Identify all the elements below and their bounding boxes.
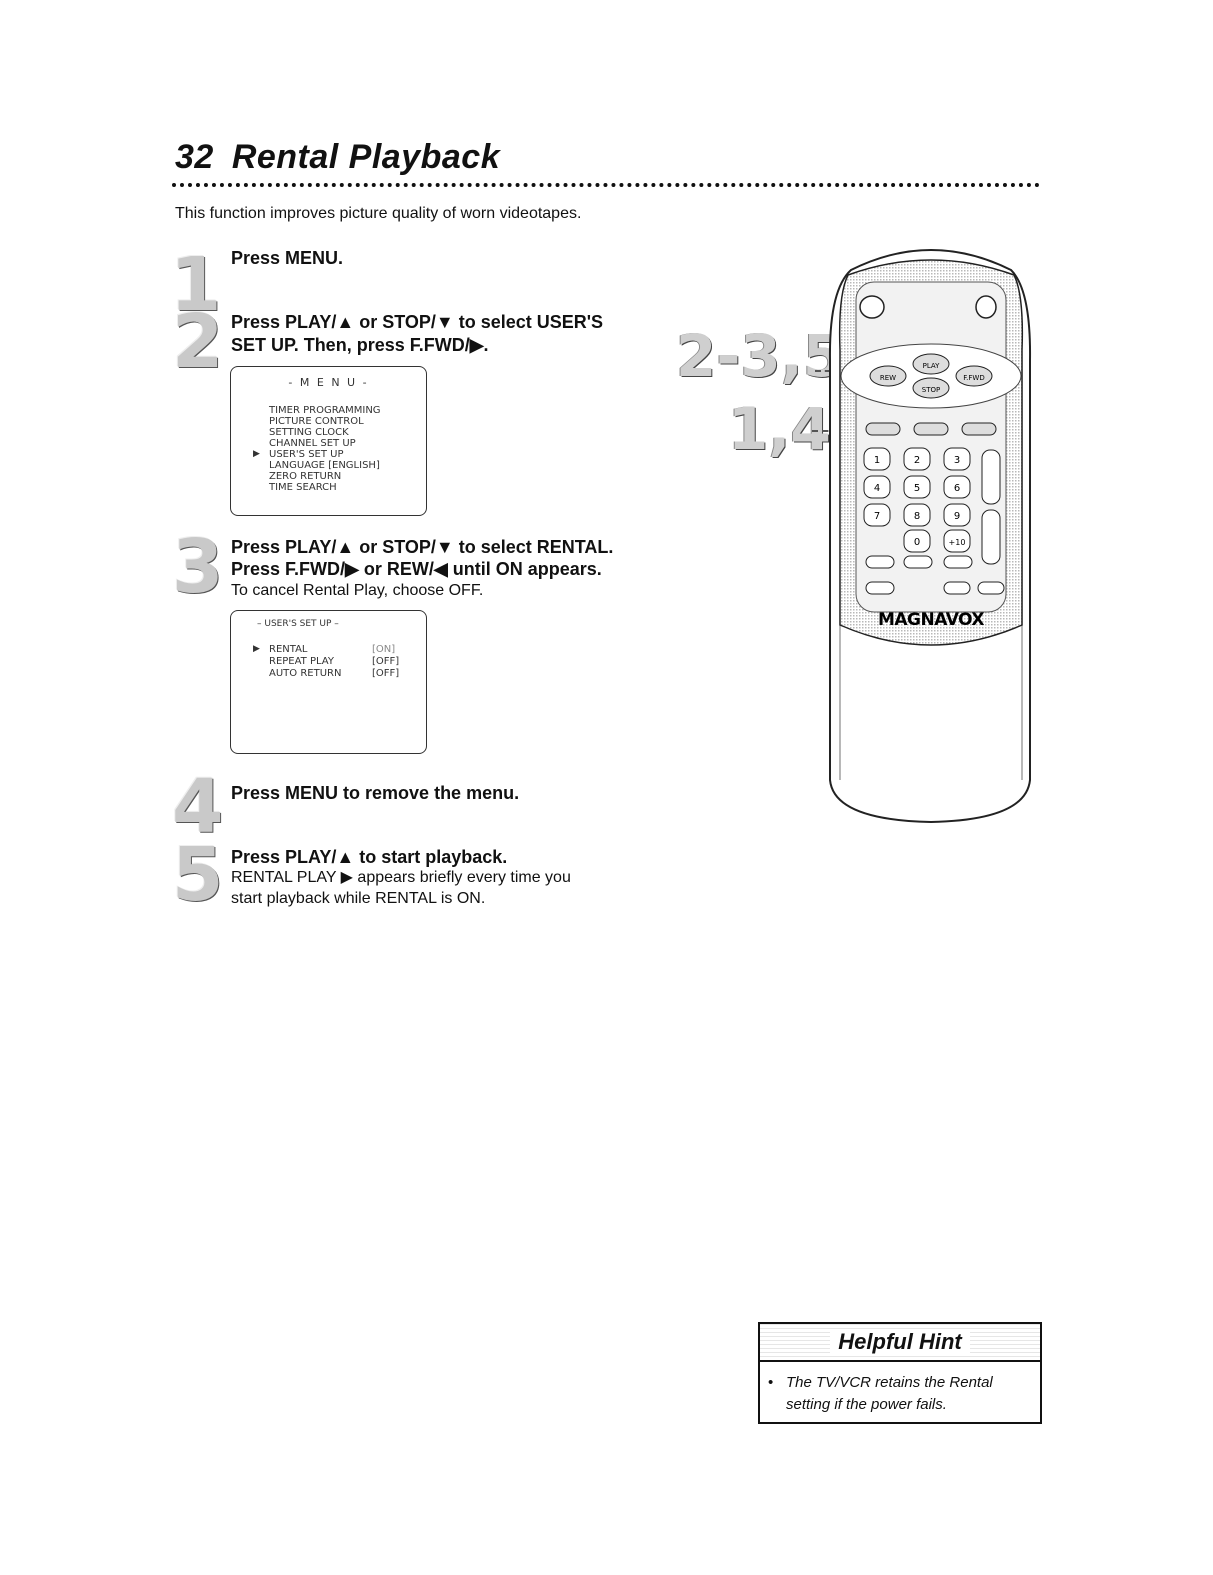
bullet-icon: • <box>768 1374 774 1391</box>
step-2-instruction-line-1: Press PLAY/▲ or STOP/▼ to select USER'S <box>231 312 604 332</box>
digit-3: 3 <box>954 455 960 466</box>
menu-item: TIMER PROGRAMMING <box>269 405 381 416</box>
step-2-instruction-line-2: SET UP. Then, press F.FWD/▶. <box>231 335 489 355</box>
users-setup-title: – USER'S SET UP – <box>257 619 339 629</box>
intro-text: This function improves picture quality o… <box>175 205 582 222</box>
setup-item-value: [OFF] <box>372 668 400 679</box>
menu-item-selected: ▶ USER'S SET UP <box>253 449 344 460</box>
nav-down-label: STOP <box>922 386 940 394</box>
step-3-instruction-line-1: Press PLAY/▲ or STOP/▼ to select RENTAL. <box>231 537 614 557</box>
users-setup-screen: – USER'S SET UP – ▶ RENTAL [ON] REPEAT PL… <box>230 610 427 754</box>
step-1-number: 1 <box>170 242 222 328</box>
page-title: 32 Rental Playback <box>175 138 500 177</box>
step-4-instruction: Press MENU to remove the menu. <box>231 783 520 803</box>
hint-line: The TV/VCR retains the Rental <box>786 1374 993 1391</box>
step-3-number: 3 <box>172 524 224 610</box>
helpful-hint-title-text: Helpful Hint <box>830 1329 970 1354</box>
menu-item: SETTING CLOCK <box>269 427 349 438</box>
step-5-instruction: Press PLAY/▲ to start playback. <box>231 847 508 867</box>
digit-7: 7 <box>874 511 880 522</box>
callout-steps-2-3-5: 2-3,5 <box>676 322 844 390</box>
setup-item-label: REPEAT PLAY <box>269 656 334 667</box>
callout-steps-1-4: 1,4 <box>728 395 831 463</box>
nav-right-label: F.FWD <box>963 374 984 382</box>
hint-line: setting if the power fails. <box>786 1396 947 1413</box>
digit-6: 6 <box>954 483 960 494</box>
title-divider <box>172 183 1040 187</box>
digit-9: 9 <box>954 511 960 522</box>
step-5-note-line-2: start playback while RENTAL is ON. <box>231 890 486 907</box>
setup-item-value: [OFF] <box>372 656 400 667</box>
step-5-number: 5 <box>172 832 224 918</box>
setup-item-label: AUTO RETURN <box>269 668 342 679</box>
page-number: 32 <box>175 138 214 176</box>
digit-8: 8 <box>914 511 920 522</box>
menu-item-label: USER'S SET UP <box>269 449 344 460</box>
setup-item-selected: ▶ RENTAL <box>253 644 308 655</box>
helpful-hint-title: Helpful Hint <box>760 1324 1040 1362</box>
digit-4: 4 <box>874 483 880 494</box>
step-5-note-line-1: RENTAL PLAY ▶ appears briefly every time… <box>231 869 571 886</box>
menu-item: LANGUAGE [ENGLISH] <box>269 460 380 471</box>
digit-0: 0 <box>914 537 920 548</box>
helpful-hint-text: • The TV/VCR retains the Rental setting … <box>768 1372 1030 1416</box>
digit-5: 5 <box>914 483 920 494</box>
helpful-hint-box: Helpful Hint • The TV/VCR retains the Re… <box>758 1322 1042 1424</box>
page-heading: Rental Playback <box>231 138 501 176</box>
step-1-instruction: Press MENU. <box>231 248 344 268</box>
menu-pointer-icon: ▶ <box>253 449 260 459</box>
digit-2: 2 <box>914 455 920 466</box>
step-3-note: To cancel Rental Play, choose OFF. <box>231 582 484 599</box>
nav-up-label: PLAY <box>923 362 941 370</box>
menu-item: PICTURE CONTROL <box>269 416 364 427</box>
digit-plus-10: +10 <box>949 538 966 547</box>
menu-item: ZERO RETURN <box>269 471 342 482</box>
nav-left-label: REW <box>880 374 896 382</box>
step-3-instruction-line-2: Press F.FWD/▶ or REW/◀ until ON appears. <box>231 559 602 579</box>
remote-control: PLAY STOP REW F.FWD 1 2 3 4 5 6 7 <box>826 240 1036 825</box>
menu-screen: - M E N U - TIMER PROGRAMMING PICTURE CO… <box>230 366 427 516</box>
menu-item: CHANNEL SET UP <box>269 438 356 449</box>
remote-body-icon: PLAY STOP REW F.FWD 1 2 3 4 5 6 7 <box>828 249 1032 824</box>
menu-screen-title: - M E N U - <box>288 376 369 389</box>
digit-1: 1 <box>874 455 880 466</box>
setup-item-label: RENTAL <box>269 644 308 655</box>
step-2-number: 2 <box>172 299 224 385</box>
setup-item-value: [ON] <box>372 644 396 655</box>
menu-pointer-icon: ▶ <box>253 644 260 654</box>
step-4-number: 4 <box>172 764 224 850</box>
menu-item: TIME SEARCH <box>269 482 337 493</box>
brand-logo: MAGNAVOX <box>878 610 984 630</box>
